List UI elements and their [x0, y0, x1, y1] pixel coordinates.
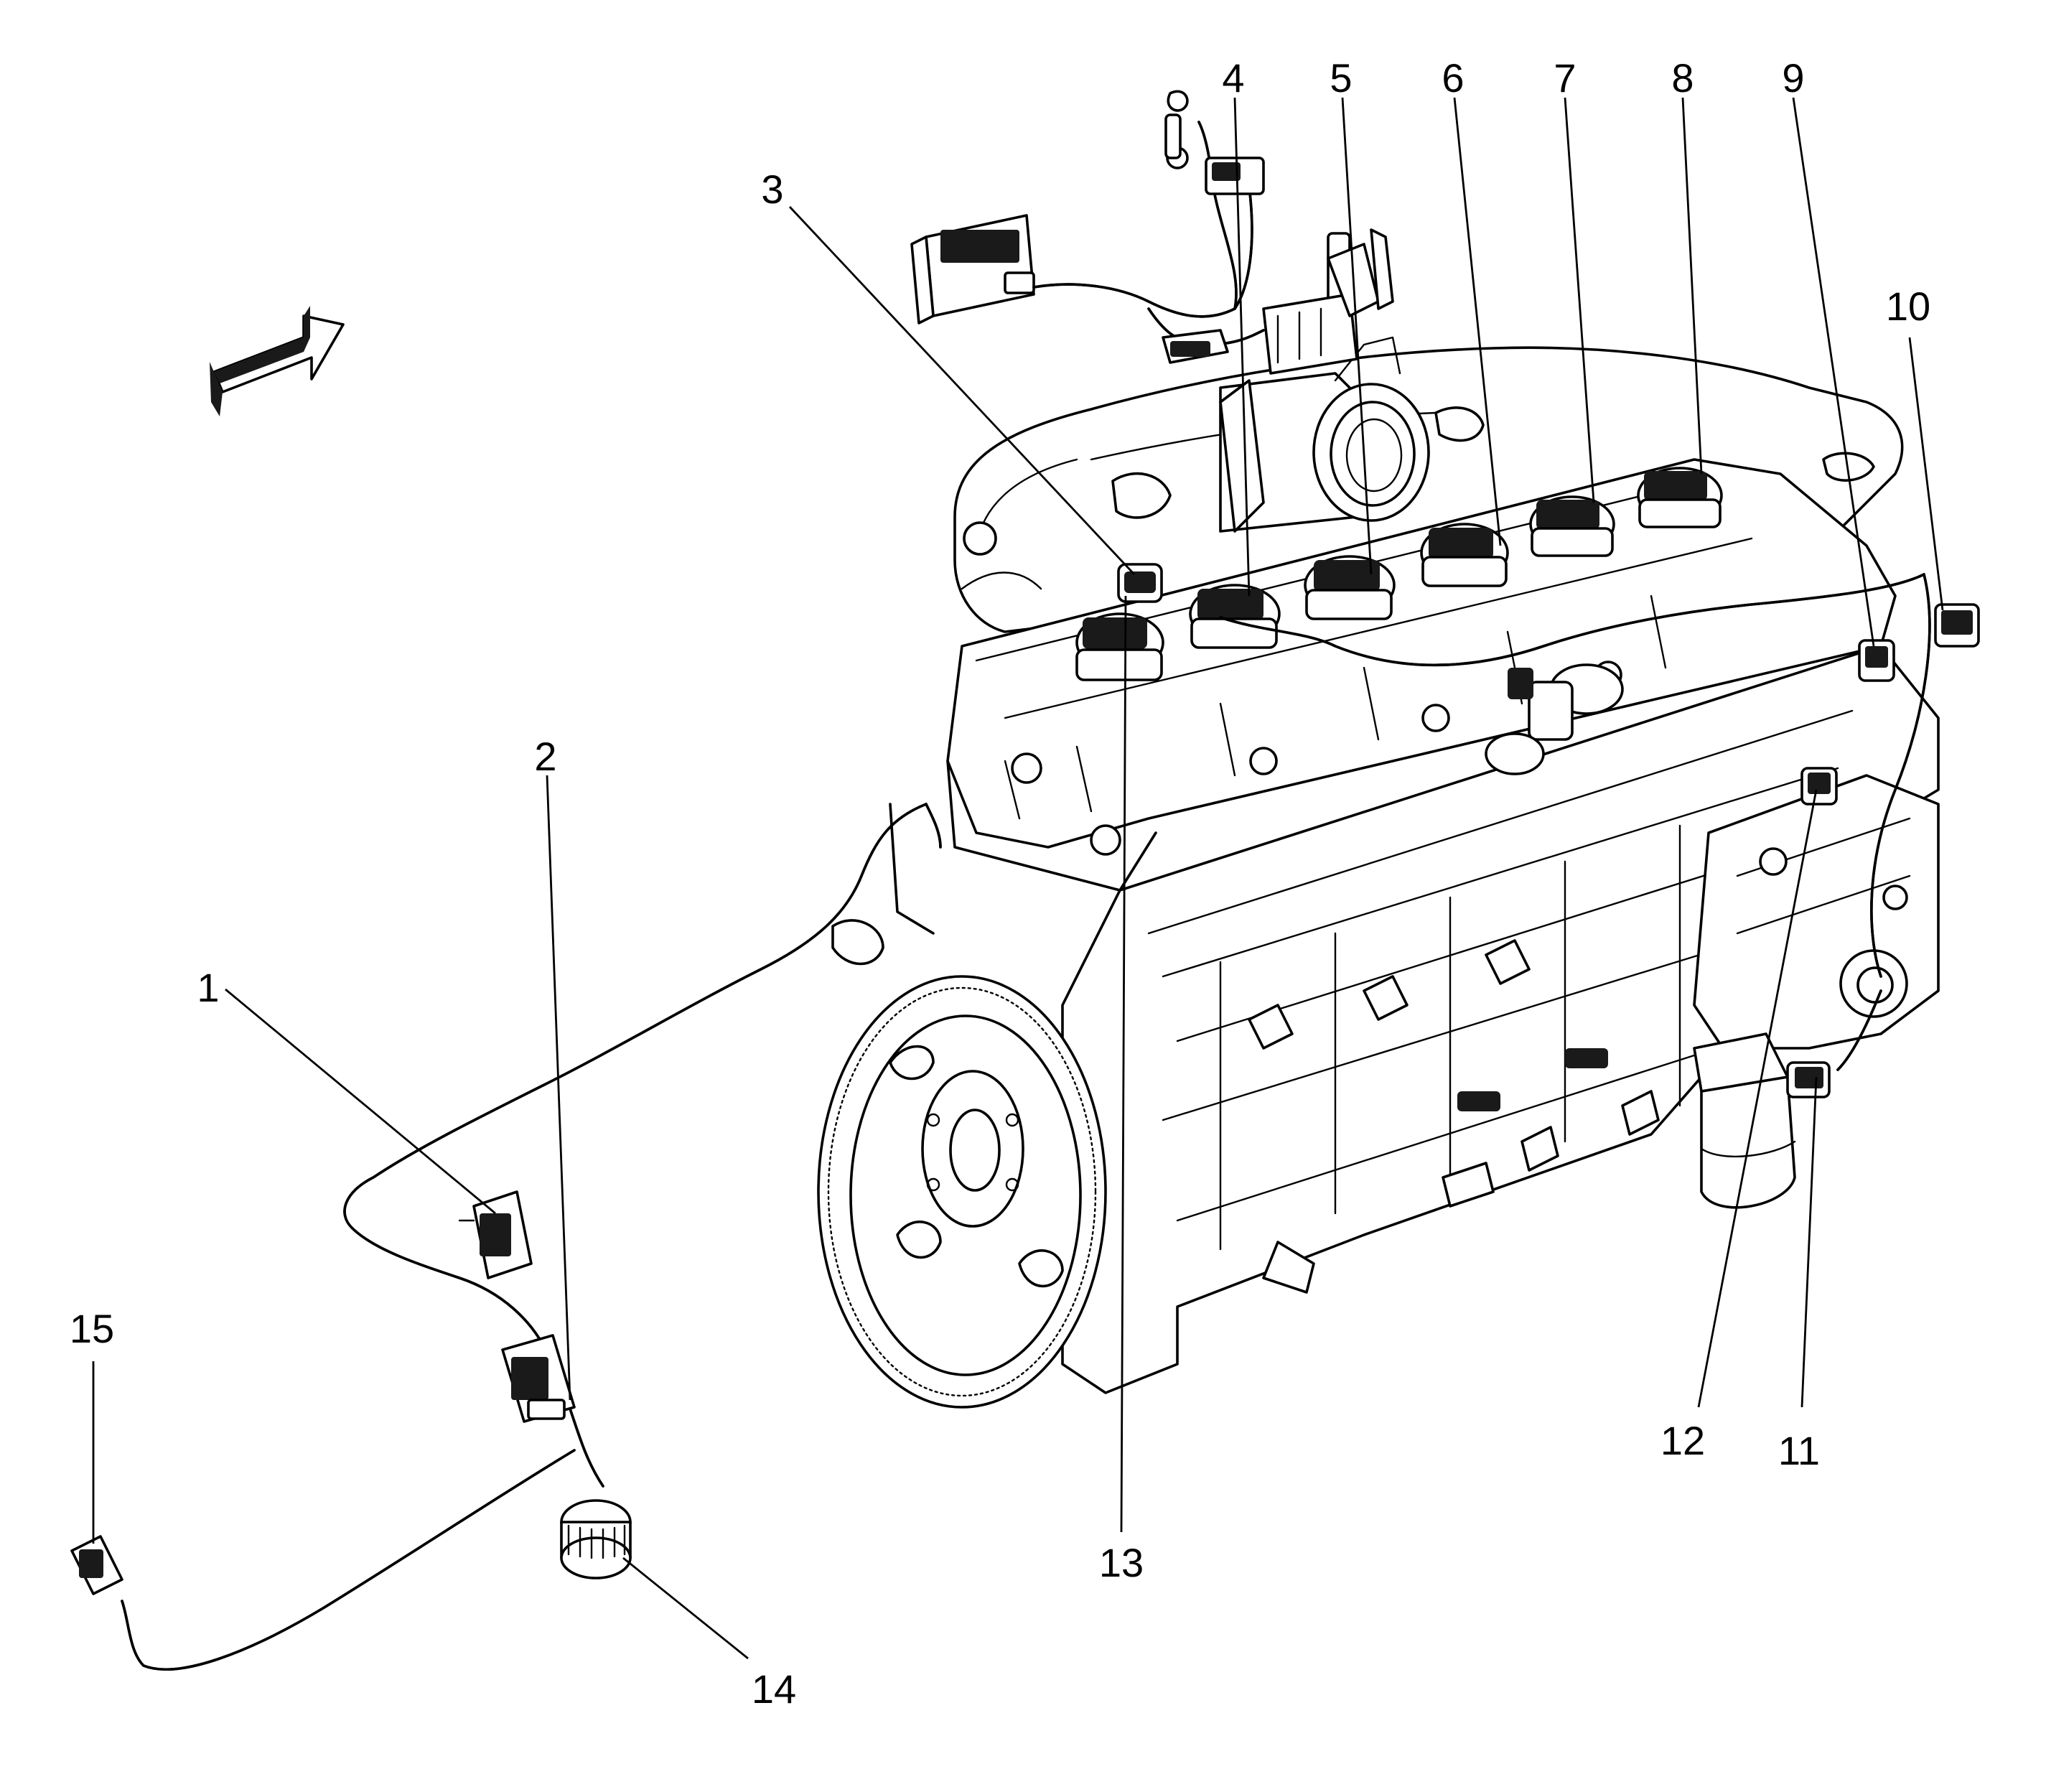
harness-connector-14	[560, 1499, 632, 1579]
callout-14: 14	[752, 1666, 796, 1712]
coil-harness-connector	[1117, 563, 1163, 603]
leader-6	[1453, 97, 1502, 546]
leader-13	[1120, 595, 1127, 1533]
engine-harness-side	[1219, 573, 1931, 1071]
callout-5: 5	[1330, 55, 1352, 101]
ignition-coil-6	[1637, 467, 1723, 528]
harness-connector-15	[70, 1535, 123, 1595]
leader-10	[1908, 337, 1944, 611]
timing-cover	[1693, 774, 1940, 1050]
callout-1: 1	[197, 965, 219, 1010]
main-harness-lower	[121, 803, 942, 1671]
callout-13: 13	[1099, 1540, 1144, 1585]
callout-8: 8	[1671, 55, 1694, 101]
oil-filter	[1693, 1032, 1796, 1209]
leader-3	[788, 206, 1136, 575]
callout-labels: 1 2 3 4 5 6 7 8 9 10 11 12 13 14 15	[70, 55, 1930, 1712]
callout-10: 10	[1886, 284, 1930, 329]
leader-9	[1792, 97, 1875, 647]
callout-9: 9	[1782, 55, 1804, 101]
direction-arrow-icon	[210, 306, 345, 416]
ignition-coil-3	[1304, 555, 1396, 620]
callout-11: 11	[1778, 1428, 1820, 1473]
callout-15: 15	[70, 1306, 114, 1351]
crankshaft-sensor	[1786, 1061, 1831, 1098]
harness-connector-2	[501, 1334, 576, 1423]
oil-pressure-sensor	[1800, 767, 1838, 806]
harness-connector-1	[458, 1190, 533, 1279]
leader-12	[1697, 789, 1818, 1408]
callout-3: 3	[761, 167, 783, 212]
callout-6: 6	[1442, 55, 1464, 101]
leader-5	[1341, 97, 1373, 575]
callout-leaders	[92, 97, 1944, 1660]
callout-2: 2	[534, 734, 556, 779]
egr-valve	[1485, 663, 1624, 775]
ecm-connector	[910, 214, 1035, 325]
callout-12: 12	[1660, 1418, 1705, 1463]
ignition-coil-2	[1189, 584, 1281, 649]
flywheel	[817, 975, 1107, 1409]
callout-7: 7	[1554, 55, 1576, 101]
camshaft-sensor	[1858, 639, 1895, 682]
leader-4	[1233, 97, 1251, 597]
exhaust-cam-sensor	[1934, 603, 1980, 648]
ignition-coil-5	[1529, 495, 1615, 557]
leader-8	[1681, 97, 1703, 475]
ignition-coil-1	[1075, 612, 1164, 681]
leader-2	[546, 775, 571, 1401]
callout-4: 4	[1222, 55, 1244, 101]
leader-1	[225, 988, 496, 1215]
ignition-coil-4	[1420, 523, 1509, 587]
engine-harness-upper	[1032, 90, 1265, 364]
leader-14	[622, 1557, 749, 1660]
leader-11	[1800, 1076, 1818, 1408]
leader-7	[1564, 97, 1595, 503]
engine-assembly	[70, 90, 1980, 1671]
